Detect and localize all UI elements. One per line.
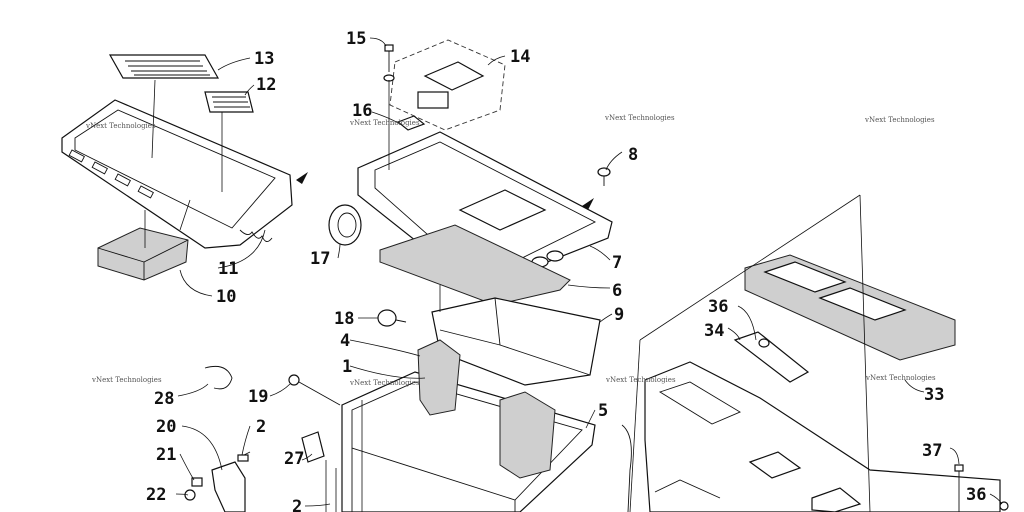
callout-18: 18 (334, 309, 354, 329)
callout-4: 4 (340, 331, 350, 351)
leader-lines (144, 79, 871, 512)
callout-6: 6 (612, 281, 622, 301)
watermark-text: vNext Technologies (604, 114, 675, 122)
watermarks: vNext Technologies vNext Technologies vN… (85, 114, 936, 387)
part-17-rubber-boot (328, 204, 362, 246)
callout-19: 19 (248, 387, 268, 407)
part-33-gasket (744, 254, 956, 361)
arrow-icon (582, 198, 594, 210)
part-5-airbox-base (341, 339, 596, 512)
callout-34: 34 (704, 321, 724, 341)
watermark-text: vNext Technologies (865, 374, 936, 382)
part-20-bracket-assembly (184, 451, 251, 512)
callout-9: 9 (614, 305, 624, 325)
part-8-push-rivet (597, 167, 611, 186)
right-housing (644, 361, 1001, 512)
part-28-clamp (204, 365, 233, 390)
watermark-text: vNext Technologies (349, 119, 420, 127)
callout-36: 36 (708, 297, 728, 317)
part-2-pin (237, 454, 249, 462)
callout-21: 21 (156, 445, 176, 465)
callout-8: 8 (628, 145, 638, 165)
callout-7: 7 (612, 253, 622, 273)
callout-33: 33 (924, 385, 944, 405)
part-16-clip (396, 115, 426, 131)
part-15-bolt (383, 44, 395, 82)
part-37-bolt (954, 464, 964, 512)
callout-11: 11 (218, 259, 238, 279)
callout-10: 10 (216, 287, 236, 307)
arrow-icon (296, 172, 308, 184)
callout-14: 14 (510, 47, 530, 67)
part-13-label-sheet (108, 54, 220, 79)
part-19-screw (288, 374, 341, 406)
part-6-foam-gasket (379, 224, 571, 306)
callout-2-lower: 2 (292, 497, 302, 512)
part-36-nut (758, 338, 770, 348)
part-11-filter-cover (61, 99, 293, 249)
part-9-filter (431, 297, 601, 386)
callout-17: 17 (310, 249, 330, 269)
part-14-electronic-module (389, 39, 506, 131)
callout-37: 37 (922, 441, 942, 461)
watermark-text: vNext Technologies (85, 122, 156, 130)
callout-36-right: 36 (966, 485, 986, 505)
callout-28: 28 (154, 389, 174, 409)
callout-22: 22 (146, 485, 166, 505)
part-34-plate (733, 331, 810, 383)
callout-1: 1 (342, 357, 352, 377)
part-27-bracket (301, 431, 325, 463)
callout-labels: 15 14 13 12 16 8 17 7 11 10 6 18 9 4 1 3… (146, 29, 986, 512)
watermark-text: vNext Technologies (349, 379, 420, 387)
part-12-label (204, 91, 254, 113)
watermark-text: vNext Technologies (605, 376, 676, 384)
callout-27: 27 (284, 449, 304, 469)
part-18-knob (377, 309, 407, 327)
callout-20: 20 (156, 417, 176, 437)
watermark-text: vNext Technologies (864, 116, 935, 124)
watermark-text: vNext Technologies (91, 376, 162, 384)
callout-13: 13 (254, 49, 274, 69)
callout-5: 5 (598, 401, 608, 421)
callout-12: 12 (256, 75, 276, 95)
callout-15: 15 (346, 29, 366, 49)
callout-2: 2 (256, 417, 266, 437)
callout-leaders (175, 37, 1003, 507)
part-10-foam-block (97, 227, 189, 281)
rod (621, 424, 721, 512)
callout-16: 16 (352, 101, 372, 121)
